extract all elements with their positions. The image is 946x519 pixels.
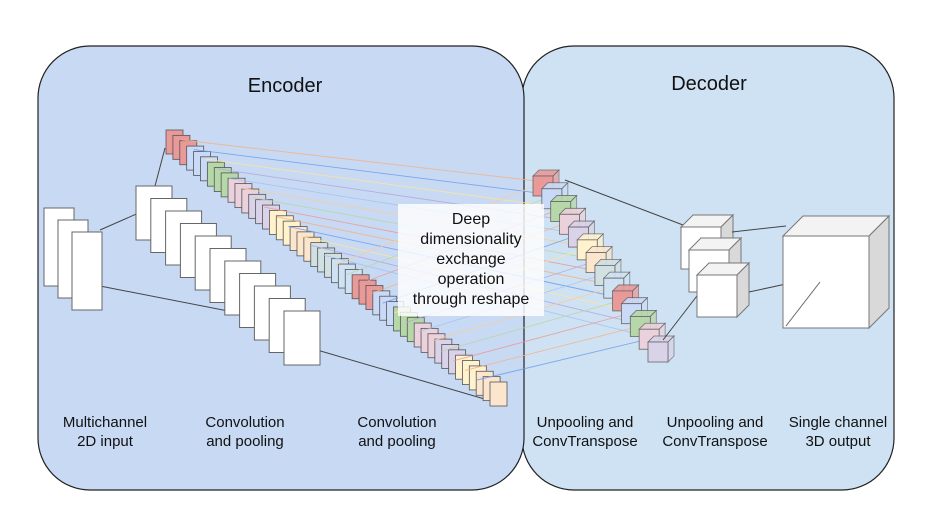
caption-unpool2-line-1: Unpooling and — [666, 414, 764, 431]
feature-map-sheet — [283, 310, 321, 366]
connector-line — [731, 225, 787, 233]
caption-conv2-line-1: Convolution — [357, 414, 437, 431]
reshape-line-1: Deep — [451, 211, 491, 228]
caption-conv-pool-2: Convolution and pooling — [332, 414, 462, 452]
decoder-title: Decoder — [671, 73, 747, 95]
input-channel-sheet — [71, 231, 103, 311]
caption-input-line-1: Multichannel — [62, 414, 148, 431]
reshape-connection-line — [453, 311, 636, 362]
caption-conv1-line-2: and pooling — [206, 432, 284, 450]
reshape-line-4: operation — [437, 271, 505, 288]
caption-conv1-line-1: Convolution — [205, 414, 285, 431]
reshape-connection-line — [205, 158, 564, 209]
reshape-line-5: through reshape — [412, 291, 530, 308]
connector-line — [785, 281, 821, 327]
reshape-connection-line — [193, 149, 555, 196]
reshape-line-3: exchange — [436, 251, 506, 268]
reshape-operation-label: Deep dimensionality exchange operation t… — [398, 204, 544, 316]
connector-line — [662, 291, 701, 341]
caption-conv2-line-2: and pooling — [358, 432, 436, 450]
caption-input-line-2: 2D input — [77, 432, 133, 450]
caption-unpool-1: Unpooling and ConvTranspose — [522, 414, 648, 452]
connector-line — [299, 344, 506, 406]
caption-output-line-1: Single channel — [788, 414, 888, 431]
connector-line — [564, 179, 684, 226]
caption-conv-pool-1: Convolution and pooling — [180, 414, 310, 452]
reshape-connection-line — [476, 337, 654, 381]
reshape-connection-line — [441, 298, 627, 352]
unpool-cube-front — [696, 274, 738, 318]
connector-line — [748, 283, 787, 293]
encoder-title: Encoder — [247, 75, 323, 97]
caption-unpool1-line-2: ConvTranspose — [532, 432, 638, 450]
caption-unpool2-line-2: ConvTranspose — [662, 432, 768, 450]
caption-output-line-2: 3D output — [805, 432, 871, 450]
reshape-line-2: dimensionality — [420, 231, 522, 248]
output-cube-side — [868, 214, 890, 330]
caption-multichannel-input: Multichannel 2D input — [40, 414, 170, 452]
reshape-connection-line — [181, 139, 546, 183]
caption-unpool-2: Unpooling and ConvTranspose — [652, 414, 778, 452]
caption-unpool1-line-1: Unpooling and — [536, 414, 634, 431]
caption-3d-output: Single channel 3D output — [778, 414, 898, 452]
feature-map-sheet — [489, 381, 508, 407]
decoder-cube-front — [647, 341, 669, 363]
output-cube-front — [782, 235, 870, 329]
reshape-connection-line — [465, 324, 645, 371]
